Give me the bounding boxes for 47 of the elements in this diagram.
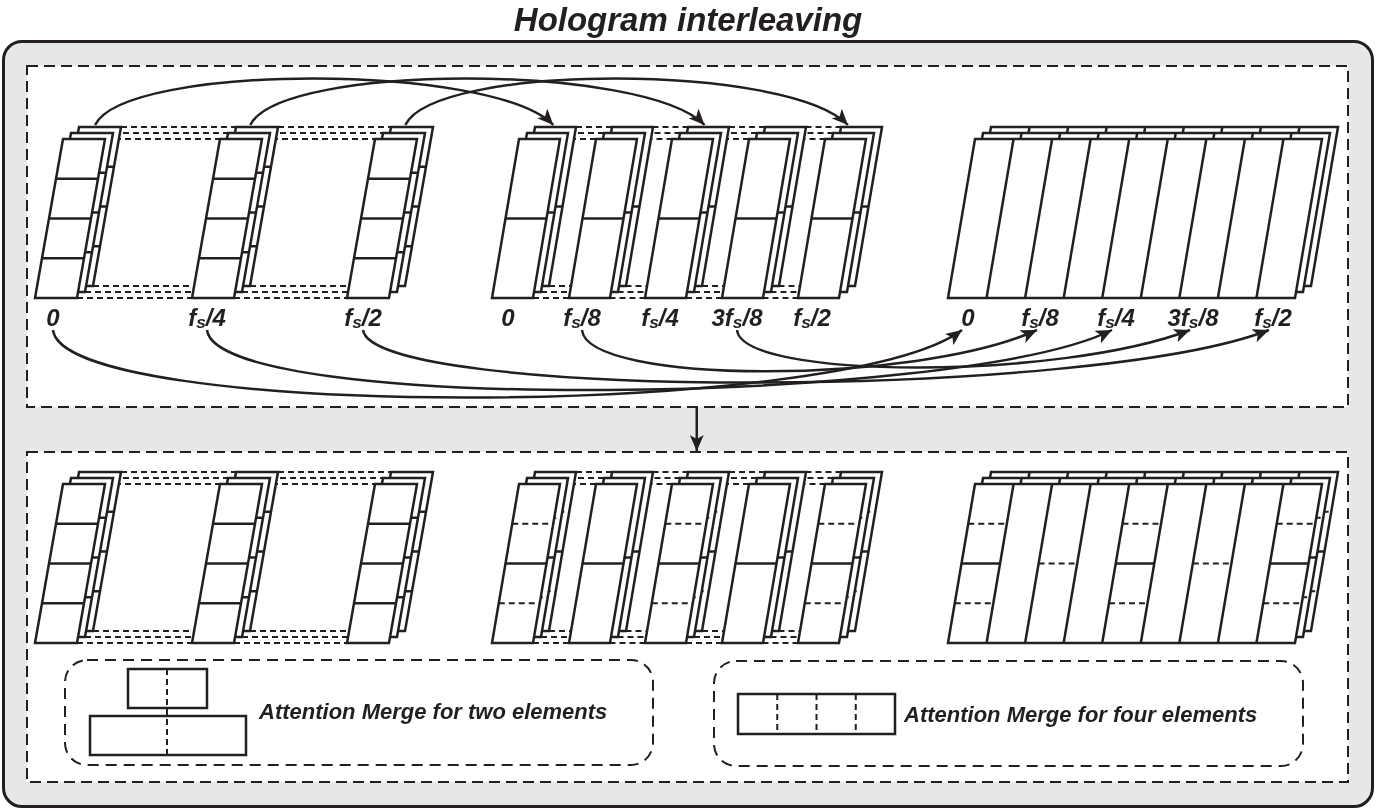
frequency-label: f$_{s}$/4 (188, 306, 226, 330)
title: Hologram interleaving (513, 3, 863, 36)
dashed-panel (26, 65, 1349, 408)
slice-stack (566, 125, 655, 300)
frequency-label: f$_{s}$/2 (1254, 306, 1292, 330)
dashed-panel (26, 451, 1349, 783)
frequency-label: f$_{s}$/8 (1021, 306, 1059, 330)
frequency-label: f$_{s}$/2 (793, 306, 831, 330)
rounded-panel (2, 40, 1374, 808)
frequency-label: f$_{s}$/8 (563, 306, 601, 330)
frequency-label: f$_{s}$/4 (1097, 306, 1135, 330)
slice-stack (345, 125, 435, 300)
frequency-label: 0 (961, 306, 975, 330)
arrow (689, 408, 704, 451)
frequency-label: 3f$_{s}$/8 (1167, 306, 1219, 330)
legend-box (64, 659, 654, 766)
legend-text: Attention Merge for four elements (904, 704, 1258, 726)
frequency-label: 0 (46, 306, 60, 330)
slice-panel (946, 470, 1340, 645)
slice-stack (490, 470, 578, 645)
legend-box (713, 660, 1304, 767)
frequency-label: 0 (501, 306, 515, 330)
curved-arrow (94, 77, 555, 127)
frequency-label: f$_{s}$/2 (344, 306, 382, 330)
slice-stack (643, 125, 731, 300)
slice-stack (796, 470, 884, 645)
curved-arrow (735, 328, 1191, 369)
legend-text: Attention Merge for two elements (259, 701, 608, 723)
slice-stack (345, 470, 435, 645)
slice-stack (643, 470, 731, 645)
slice-stack (190, 125, 280, 300)
curved-arrow (580, 328, 1038, 373)
slice-stack (33, 125, 123, 300)
frequency-label: f$_{s}$/4 (641, 306, 679, 330)
curved-arrow (249, 77, 706, 127)
slice-stack (719, 470, 808, 645)
slice-stack (490, 125, 578, 300)
slice-stack (796, 125, 884, 300)
slice-stack (190, 470, 280, 645)
curved-arrow (404, 77, 849, 127)
slice-stack (719, 125, 808, 300)
curved-arrow (362, 327, 1270, 384)
slice-panel (946, 125, 1340, 300)
frequency-label: 3f$_{s}$/8 (711, 306, 763, 330)
slice-stack (566, 470, 655, 645)
curved-arrow (206, 328, 1113, 392)
slice-stack (33, 470, 123, 645)
